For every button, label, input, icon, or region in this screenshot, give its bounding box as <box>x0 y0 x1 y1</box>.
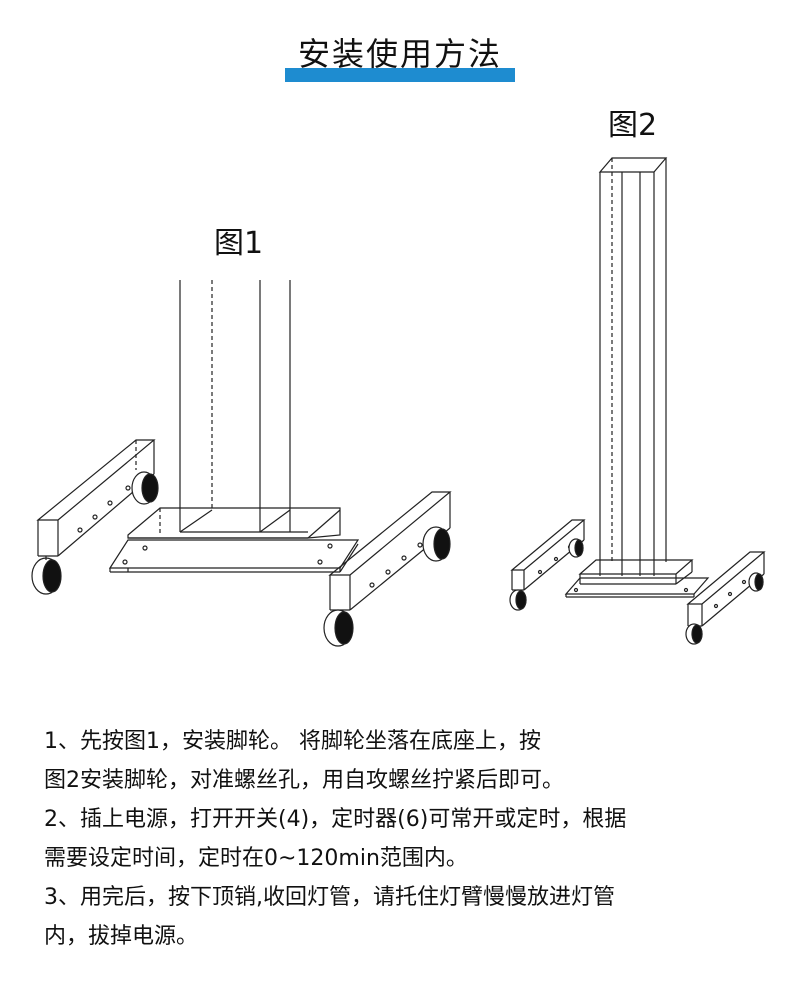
figure-1-label: 图1 <box>214 226 264 261</box>
instruction-line: 内，拔掉电源。 <box>44 924 199 949</box>
title-accent-bar <box>285 68 515 82</box>
figure-1-drawing <box>31 280 452 647</box>
instruction-line: 图2安装脚轮，对准螺丝孔，用自攻螺丝拧紧后即可。 <box>44 768 564 793</box>
instruction-line: 3、用完后，按下顶销,收回灯管，请托住灯臂慢慢放进灯管 <box>44 885 615 910</box>
instruction-line: 2、插上电源，打开开关(4)，定时器(6)可常开或定时，根据 <box>44 807 627 832</box>
figure-2-drawing <box>509 157 766 645</box>
instruction-line: 1、先按图1，安装脚轮。 将脚轮坐落在底座上，按 <box>44 729 541 754</box>
page-title: 安装使用方法 <box>297 35 502 73</box>
instructions-text: 1、先按图1，安装脚轮。 将脚轮坐落在底座上，按 图2安装脚轮，对准螺丝孔，用自… <box>44 722 764 956</box>
instruction-line: 需要设定时间，定时在0~120min范围内。 <box>44 846 468 871</box>
page-title-block: 安装使用方法 <box>285 32 515 86</box>
figure-2-label: 图2 <box>608 108 658 143</box>
